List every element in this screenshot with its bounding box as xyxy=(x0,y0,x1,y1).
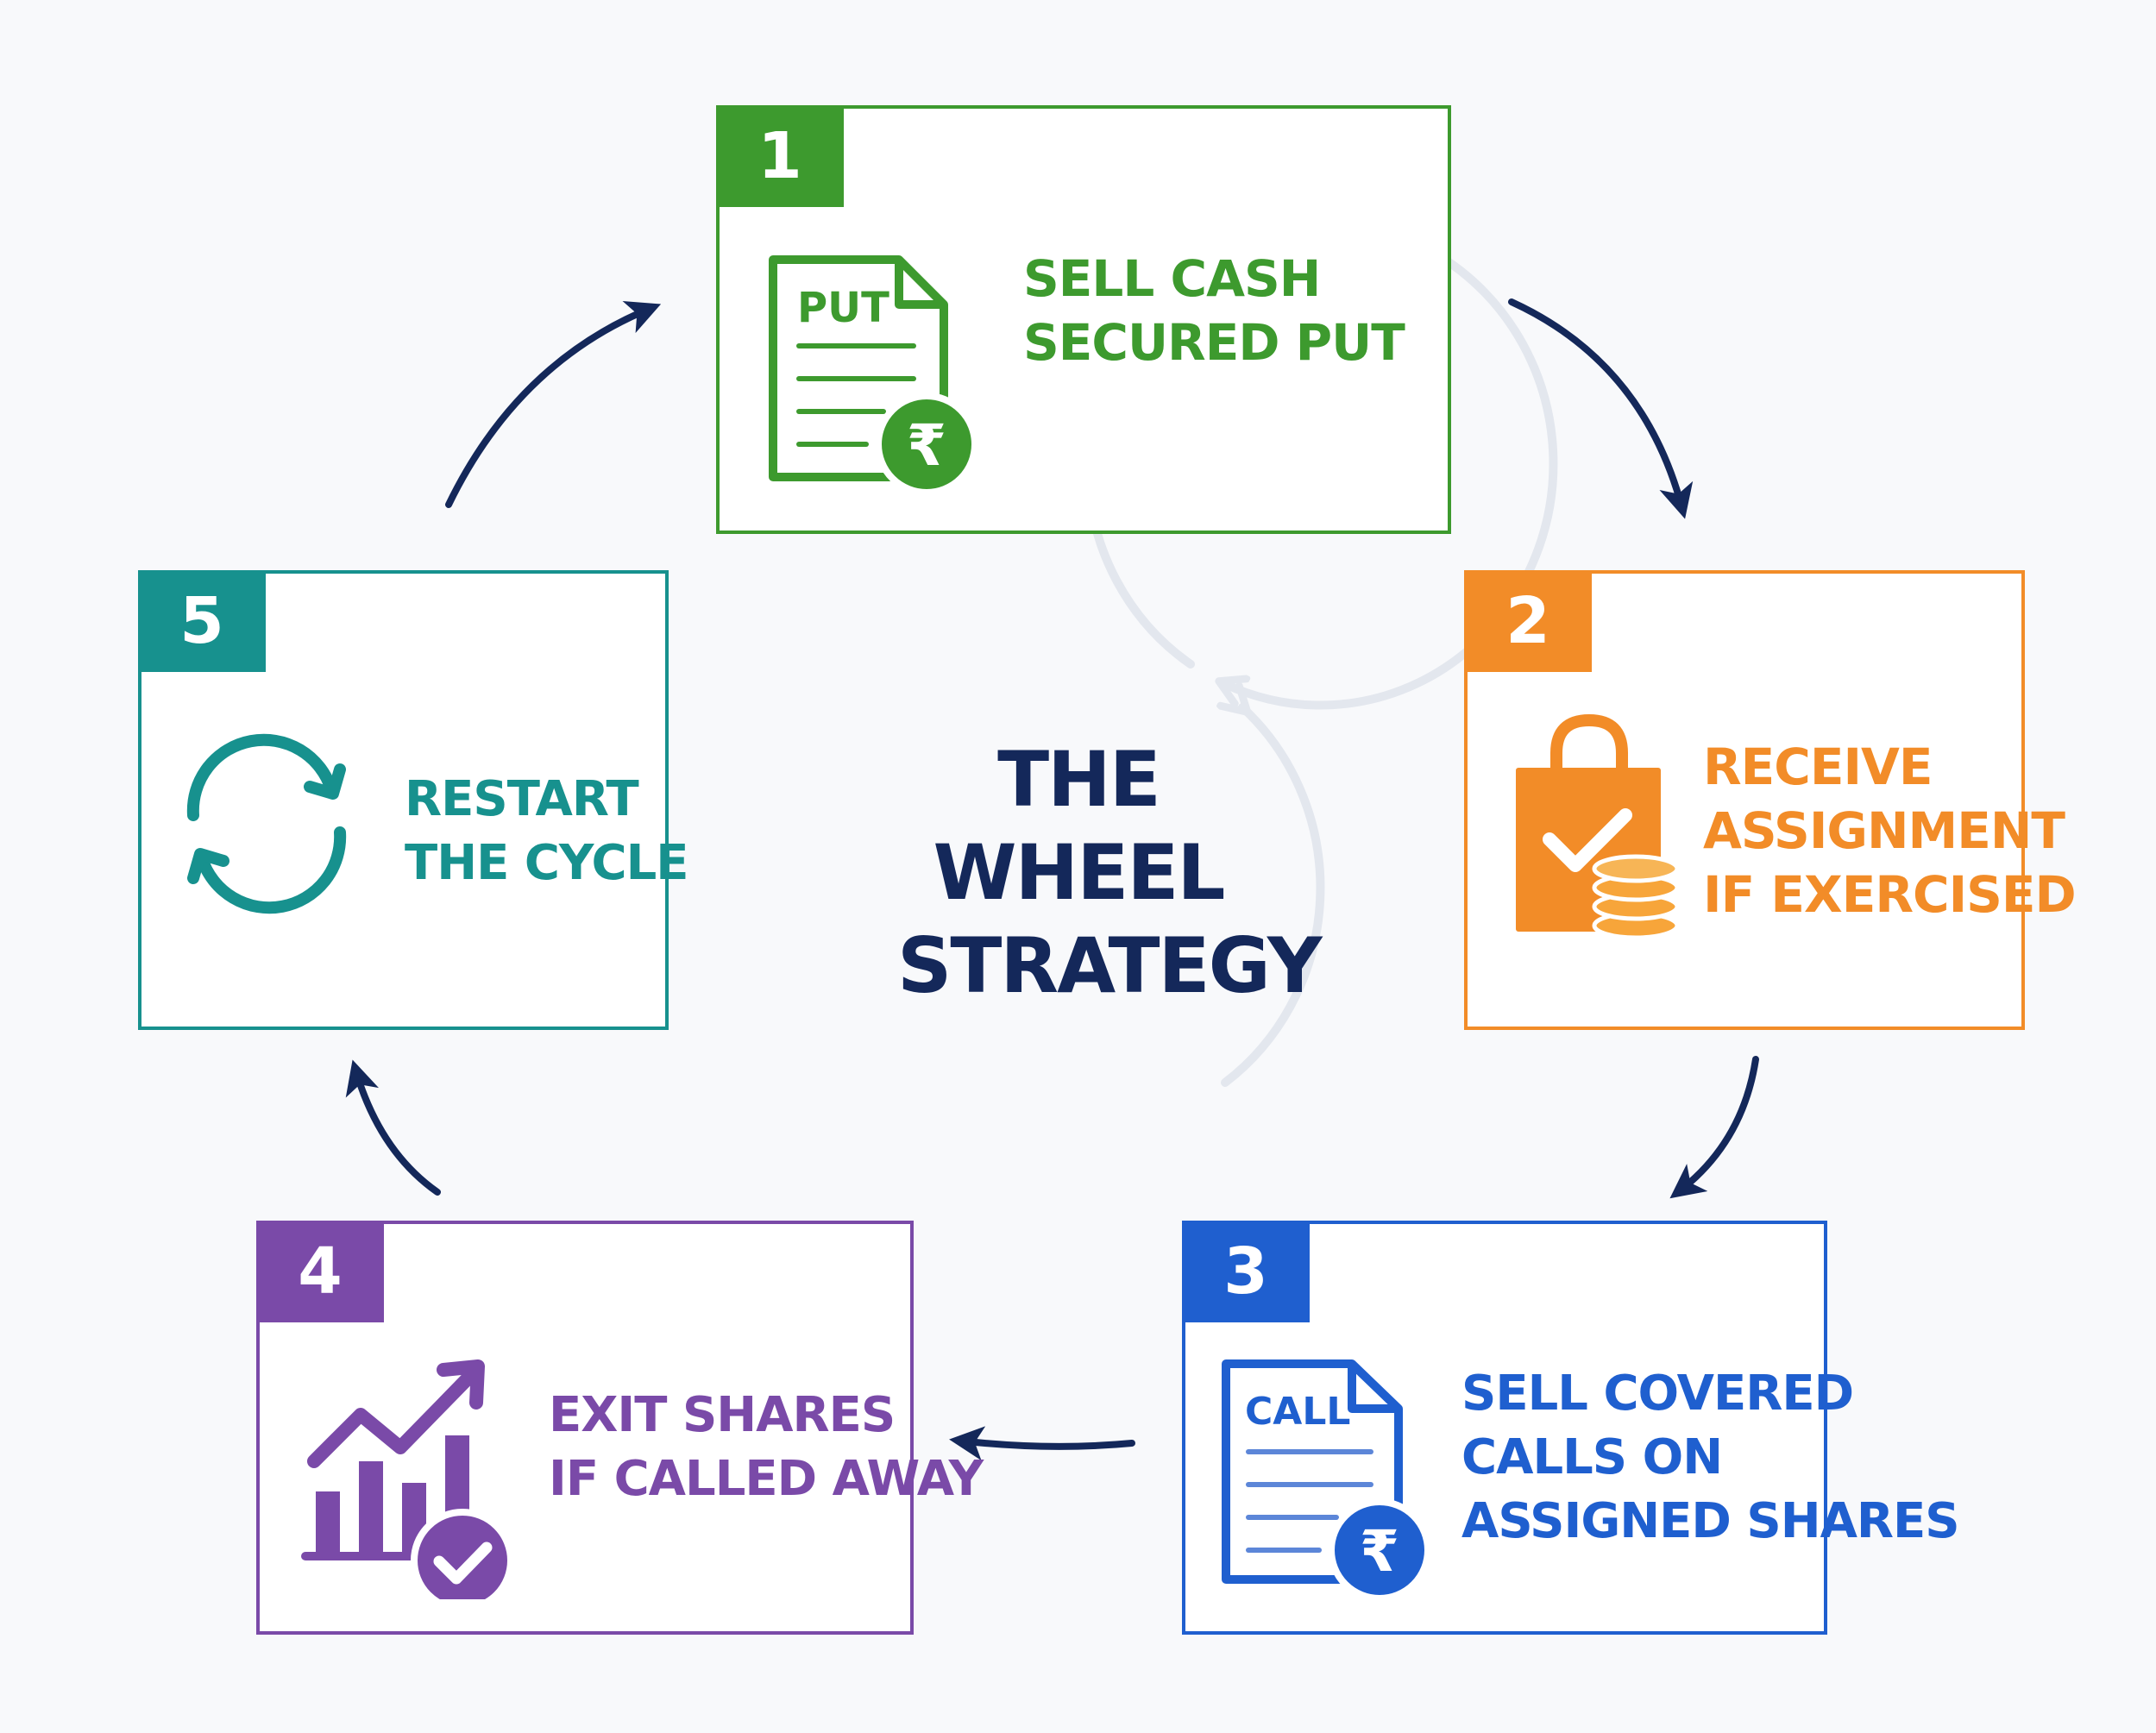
center-title: THE WHEEL STRATEGY xyxy=(897,733,1323,1013)
center-title-line-2: WHEEL xyxy=(933,828,1225,917)
step-5-line-1: RESTART xyxy=(405,771,639,827)
arrow-step4-to-step5 xyxy=(345,1059,441,1196)
call-doc-label: CALL xyxy=(1245,1390,1350,1434)
refresh-cycle-icon xyxy=(186,733,347,914)
rupee-coin-icon xyxy=(1328,1498,1431,1602)
shopping-bag-check-coins-icon xyxy=(1516,713,1679,940)
arrow-step5-to-step1 xyxy=(445,301,662,508)
step-3-line-3: ASSIGNED SHARES xyxy=(1461,1493,1960,1549)
arrow-step3-to-step4 xyxy=(949,1426,1135,1461)
step-2-line-2: ASSIGNMENT xyxy=(1703,801,2065,860)
check-mark-icon xyxy=(1543,808,1632,872)
step-2-card: 2 RECEIVE ASSIGNMENT IF EXERCISED xyxy=(1464,570,2077,1030)
step-2-line-3: IF EXERCISED xyxy=(1703,865,2077,924)
step-5-line-2: THE CYCLE xyxy=(405,835,689,891)
growth-chart-check-icon xyxy=(301,1359,514,1599)
step-4-line-1: EXIT SHARES xyxy=(549,1387,896,1443)
step-2-line-1: RECEIVE xyxy=(1703,738,1933,796)
arrow-step1-to-step2 xyxy=(1508,298,1694,519)
step-4-label: EXIT SHARES IF CALLED AWAY xyxy=(549,1384,984,1511)
coin-stack-icon xyxy=(1592,854,1679,940)
step-1-line-1: SELL CASH xyxy=(1023,249,1321,308)
step-4-card: 4 EXIT SHARES IF CALLED AWAY xyxy=(256,1221,984,1635)
put-document-rupee-icon: PUT ₹ xyxy=(769,255,978,496)
step-3-badge: 3 xyxy=(1182,1221,1310,1322)
rupee-symbol: ₹ xyxy=(907,412,946,479)
center-title-line-3: STRATEGY xyxy=(897,921,1323,1010)
step-3-label: SELL COVERED CALLS ON ASSIGNED SHARES xyxy=(1461,1362,1960,1554)
step-3-line-2: CALLS ON xyxy=(1461,1429,1723,1485)
step-2-label: RECEIVE ASSIGNMENT IF EXERCISED xyxy=(1703,735,2077,926)
step-1-badge: 1 xyxy=(716,105,844,207)
step-2-badge: 2 xyxy=(1464,570,1592,672)
step-3-card: 3 CALL ₹ SELL COVERED CALLS ON ASSIGNED … xyxy=(1182,1221,1960,1635)
step-5-badge: 5 xyxy=(138,570,266,672)
step-1-line-2: SECURED PUT xyxy=(1023,313,1405,372)
arrow-step2-to-step3 xyxy=(1669,1056,1759,1199)
step-4-line-2: IF CALLED AWAY xyxy=(549,1451,984,1507)
step-1-label: SELL CASH SECURED PUT xyxy=(1023,247,1405,374)
step-5-label: RESTART THE CYCLE xyxy=(405,768,689,895)
step-4-badge: 4 xyxy=(256,1221,384,1322)
check-badge-icon xyxy=(411,1509,514,1599)
center-title-line-1: THE xyxy=(997,735,1161,824)
rupee-symbol: ₹ xyxy=(1360,1518,1399,1585)
step-1-card: 1 PUT ₹ SELL CASH SECURED PUT xyxy=(716,105,1451,534)
step-5-card: 5 RESTART THE CYCLE xyxy=(138,570,689,1030)
call-document-rupee-icon: CALL ₹ xyxy=(1222,1359,1431,1602)
put-doc-label: PUT xyxy=(797,284,889,332)
step-3-line-1: SELL COVERED xyxy=(1461,1366,1854,1422)
rupee-coin-icon xyxy=(875,392,978,496)
